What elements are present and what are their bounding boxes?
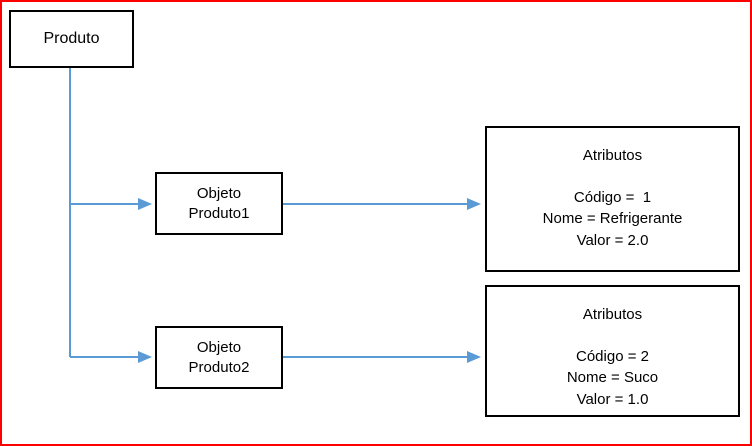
node-objeto-produto2-line1: Objeto	[196, 339, 242, 357]
attribute-nome: Nome = Suco	[566, 369, 659, 387]
panel-atributos-produto2-list: Código = 2 Nome = Suco Valor = 1.0	[567, 346, 658, 410]
attribute-codigo: Código = 2	[576, 348, 649, 366]
panel-atributos-produto2-title: Atributos	[582, 306, 643, 323]
node-produto-label: Produto	[43, 29, 100, 47]
node-objeto-produto2[interactable]: Objeto Produto2	[155, 326, 283, 389]
node-produto[interactable]: Produto	[9, 10, 134, 68]
panel-atributos-produto2[interactable]: Atributos Código = 2 Nome = Suco Valor =…	[485, 285, 740, 417]
panel-atributos-produto1-list: Código = 1 Nome = Refrigerante Valor = 2…	[543, 187, 683, 251]
panel-atributos-produto1[interactable]: Atributos Código = 1 Nome = Refrigerante…	[485, 126, 740, 272]
attribute-valor: Valor = 2.0	[576, 231, 649, 249]
panel-atributos-produto1-title: Atributos	[582, 147, 643, 164]
attribute-codigo: Código = 1	[573, 189, 652, 207]
attribute-nome: Nome = Refrigerante	[542, 210, 683, 228]
node-objeto-produto1[interactable]: Objeto Produto1	[155, 172, 283, 235]
attribute-valor: Valor = 1.0	[576, 390, 649, 408]
node-objeto-produto2-line2: Produto2	[188, 358, 250, 376]
node-objeto-produto1-line2: Produto1	[188, 204, 250, 222]
node-objeto-produto1-line1: Objeto	[196, 185, 242, 203]
